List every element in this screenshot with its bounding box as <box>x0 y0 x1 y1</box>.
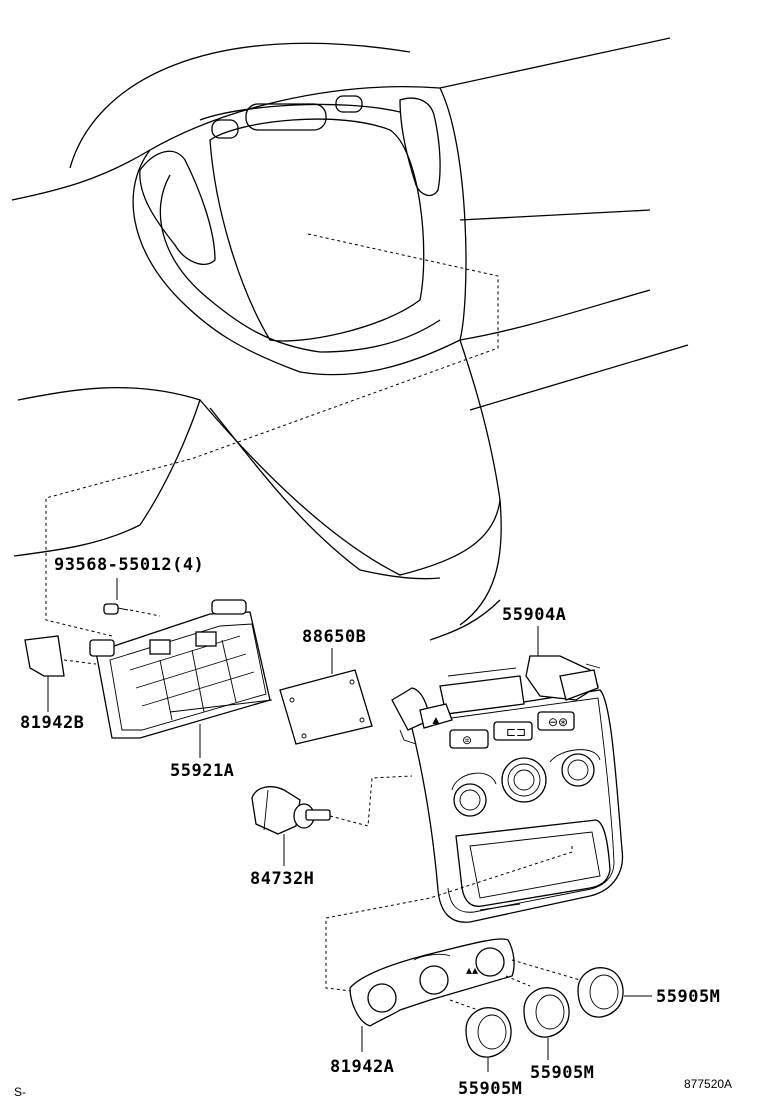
label-81942A: 81942A <box>330 1057 394 1077</box>
knob-55905M-a <box>465 1007 512 1072</box>
part-55905M-knobs <box>465 967 652 1072</box>
figure-id: 877520A <box>684 1077 732 1091</box>
svg-text:▲: ▲ <box>430 713 442 727</box>
svg-text:⊜: ⊜ <box>462 733 472 747</box>
label-84732H: 84732H <box>250 869 314 889</box>
svg-text:▴▴: ▴▴ <box>466 963 478 977</box>
svg-text:⊖⊛: ⊖⊛ <box>548 715 568 729</box>
dashboard-outline <box>11 37 689 641</box>
part-88650B <box>279 648 373 745</box>
knob-55905M-c <box>577 967 652 1018</box>
label-55905M-middle: 55905M <box>530 1063 594 1083</box>
label-55905M-right: 55905M <box>656 987 720 1007</box>
part-84732H <box>251 775 413 866</box>
label-88650B: 88650B <box>302 627 366 647</box>
label-55905M-left: 55905M <box>458 1079 522 1099</box>
part-55921A <box>89 599 273 758</box>
knob-55905M-b <box>523 987 570 1060</box>
corner-code: S- <box>14 1085 26 1099</box>
label-93568-55012: 93568-55012(4) <box>54 555 204 575</box>
part-81942B <box>24 635 97 712</box>
label-55921A: 55921A <box>170 761 234 781</box>
part-55904A: ⊜ ⊏⊐ ⊖⊛ ▲ <box>325 626 624 993</box>
label-81942B: 81942B <box>20 713 84 733</box>
part-81942A: ▴▴ <box>349 938 581 1052</box>
svg-text:⊏⊐: ⊏⊐ <box>506 725 526 739</box>
screw-93568 <box>103 578 161 617</box>
label-55904A: 55904A <box>502 605 566 625</box>
